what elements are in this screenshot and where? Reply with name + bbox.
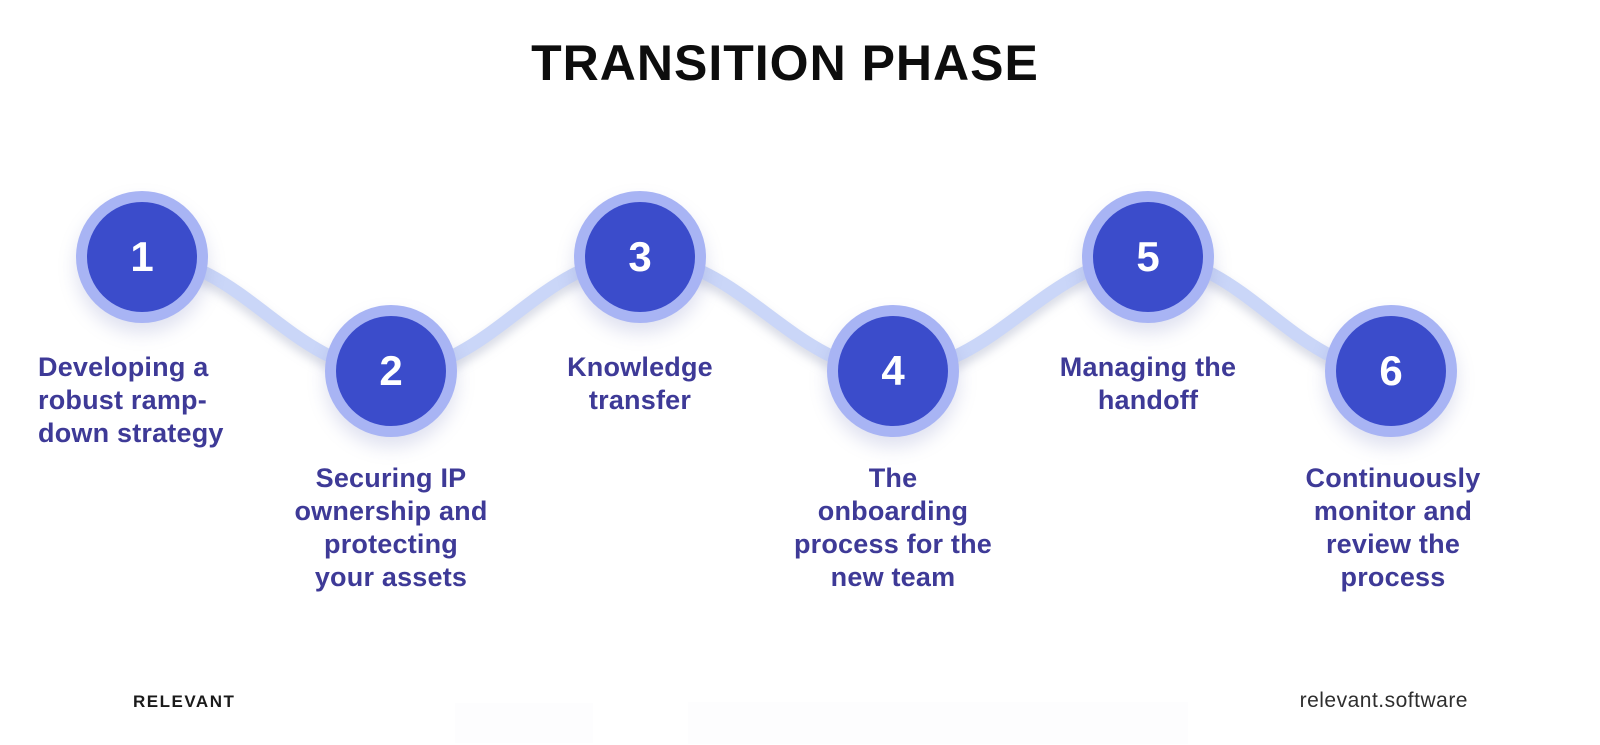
step-circle-5-inner: 5 xyxy=(1093,202,1203,312)
step-circle-4: 4 xyxy=(827,305,959,437)
watermark-artifact-right xyxy=(688,702,1188,744)
page-title: TRANSITION PHASE xyxy=(531,35,1039,91)
step-label-2: Securing IP ownership and protecting you… xyxy=(294,463,488,592)
step-number-2: 2 xyxy=(379,347,403,394)
website-text: relevant.software xyxy=(1299,689,1468,712)
step-number-4: 4 xyxy=(881,347,905,394)
step-label-4: The onboarding process for the new team xyxy=(793,463,993,592)
step-circle-3: 3 xyxy=(574,191,706,323)
step-circle-6: 6 xyxy=(1325,305,1457,437)
brand-logo: RELEVANT xyxy=(133,692,236,711)
step-label-6: Continuously monitor and review the proc… xyxy=(1305,463,1481,592)
step-number-3: 3 xyxy=(628,233,652,280)
step-circle-2: 2 xyxy=(325,305,457,437)
step-circle-3-inner: 3 xyxy=(585,202,695,312)
step-number-1: 1 xyxy=(130,233,154,280)
step-circle-1: 1 xyxy=(76,191,208,323)
step-label-1: Developing a robust ramp- down strategy xyxy=(38,352,224,448)
watermark-artifact-left xyxy=(455,703,593,743)
step-number-5: 5 xyxy=(1136,233,1160,280)
step-circle-2-inner: 2 xyxy=(336,316,446,426)
step-number-6: 6 xyxy=(1379,347,1403,394)
step-label-5: Managing the handoff xyxy=(1059,352,1237,415)
step-circle-6-inner: 6 xyxy=(1336,316,1446,426)
step-circle-4-inner: 4 xyxy=(838,316,948,426)
step-label-3: Knowledge transfer xyxy=(567,352,713,415)
step-circle-5: 5 xyxy=(1082,191,1214,323)
step-circle-1-inner: 1 xyxy=(87,202,197,312)
